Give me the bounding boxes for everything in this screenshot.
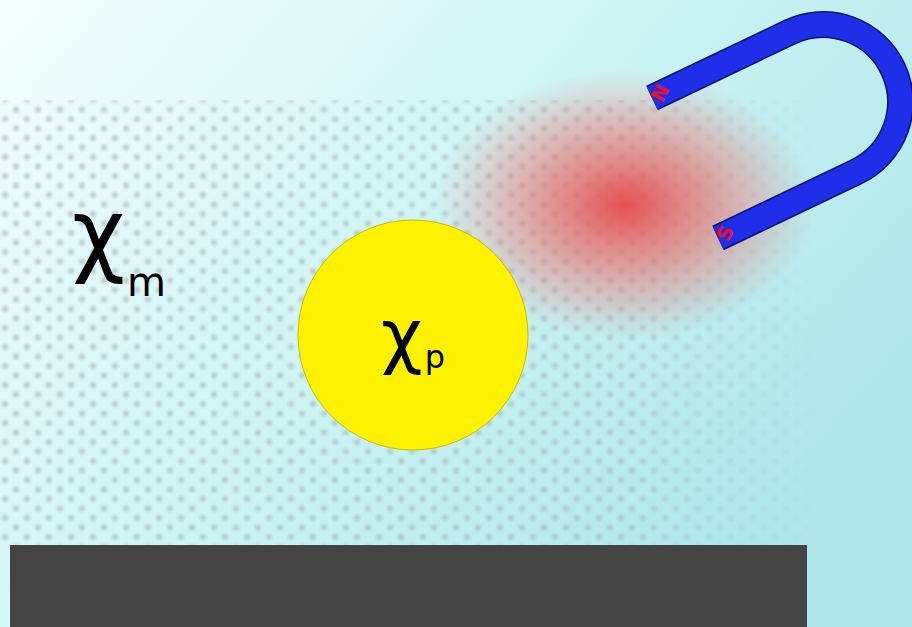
substrate-bar: [10, 545, 807, 627]
chi-symbol: χ: [381, 299, 423, 371]
subscript: p: [425, 341, 445, 373]
magnet-body: [652, 25, 900, 238]
particle-shape: [298, 220, 528, 450]
horseshoe-magnet: NS: [630, 0, 912, 262]
subscript: m: [127, 262, 166, 302]
magnet-outline: [652, 25, 900, 238]
particle-circle: χp: [297, 219, 529, 451]
chi-symbol: χ: [72, 188, 125, 280]
horseshoe-magnet-outline: [630, 0, 912, 262]
